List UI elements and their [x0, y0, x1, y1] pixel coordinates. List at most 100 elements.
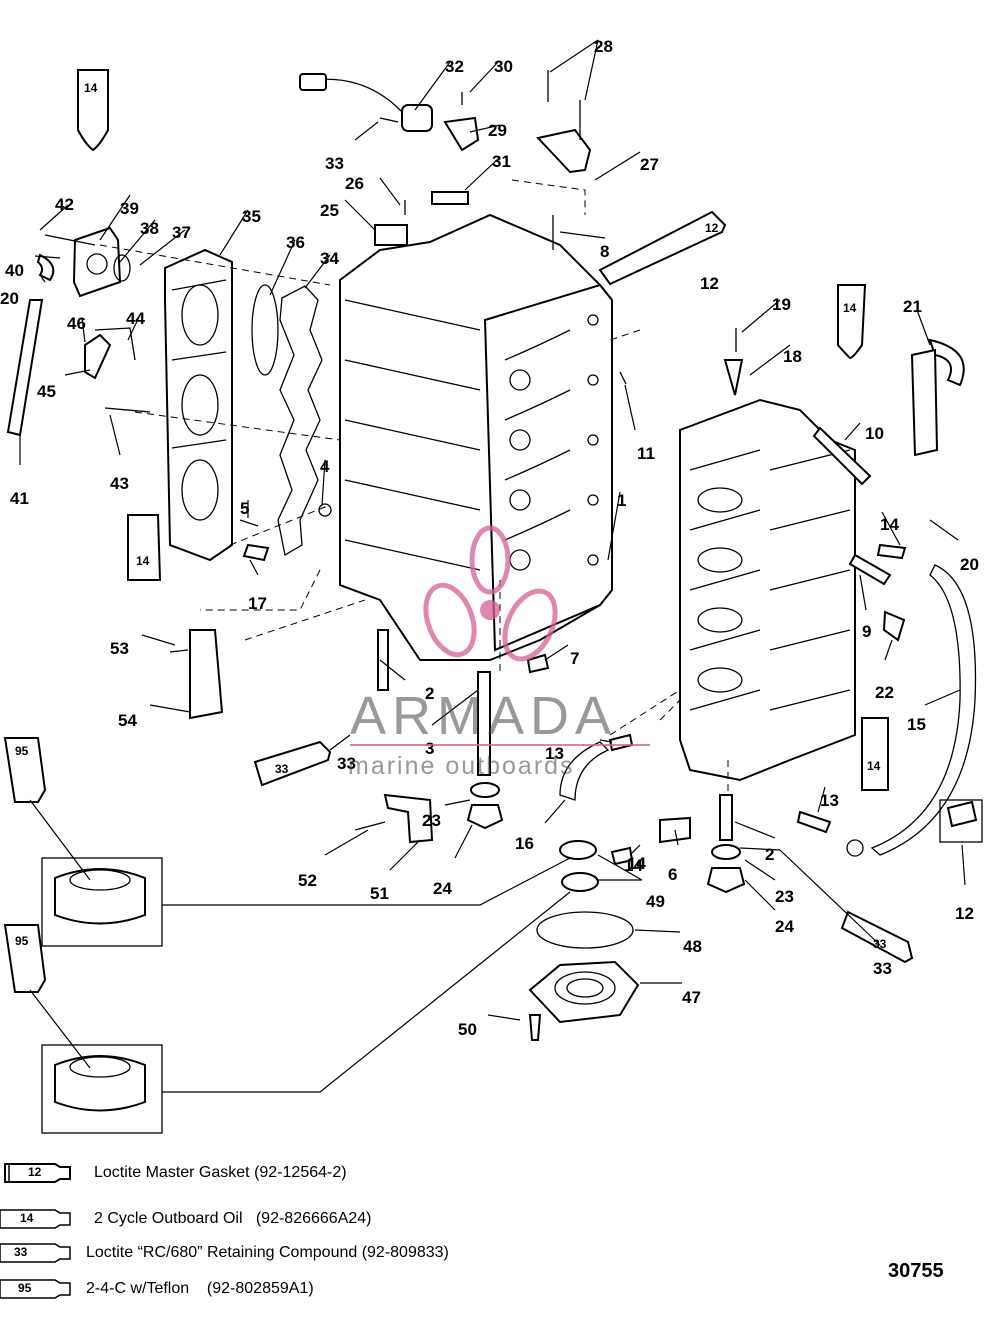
crankcase-block-main	[339, 213, 613, 661]
svg-text:14: 14	[843, 301, 857, 315]
part-callout-47: 47	[682, 988, 701, 1007]
svg-text:33: 33	[873, 937, 887, 951]
legend-tube-number: 33	[14, 1245, 28, 1259]
part-callout-50: 50	[458, 1020, 477, 1039]
part-callout-42: 42	[55, 195, 74, 214]
legend-row: 33 Loctite “RC/680” Retaining Compound (…	[0, 1240, 449, 1266]
part-callout-53: 53	[110, 639, 129, 658]
part-callout-54: 54	[118, 711, 137, 730]
svg-text:12: 12	[705, 221, 719, 235]
part-callout-12: 12	[955, 904, 974, 923]
part-callout-30: 30	[494, 57, 513, 76]
legend-text: 2-4-C w/Teflon (92-802859A1)	[86, 1280, 314, 1297]
crankcase-half-right	[679, 398, 856, 782]
part-callout-24: 24	[775, 917, 794, 936]
part-callout-41: 41	[10, 489, 29, 508]
part-callout-38: 38	[140, 219, 159, 238]
part-callout-46: 46	[67, 314, 86, 333]
watermark-underline	[350, 744, 650, 746]
part-callout-12: 12	[700, 274, 719, 293]
sealant-tubes: 14 12 14 14 14 33 33 95 95	[3, 69, 914, 993]
part-callout-44: 44	[126, 309, 145, 328]
legend-row: 14 2 Cycle Outboard Oil (92-826666A24)	[0, 1206, 371, 1232]
legend-row: 95 2-4-C w/Teflon (92-802859A1)	[0, 1276, 314, 1302]
part-callout-33: 33	[873, 959, 892, 978]
svg-text:95: 95	[15, 934, 29, 948]
part-callout-48: 48	[683, 937, 702, 956]
part-callout-17: 17	[248, 594, 267, 613]
part-callout-2: 2	[425, 684, 434, 703]
part-callout-7: 7	[570, 649, 579, 668]
gaskets	[251, 284, 323, 557]
part-callout-11: 11	[637, 444, 655, 463]
part-callout-34: 34	[320, 249, 339, 268]
legend-tube-number: 14	[20, 1211, 34, 1225]
part-callout-25: 25	[320, 201, 339, 220]
part-callout-6: 6	[668, 865, 677, 884]
tube-icon: 95	[0, 1277, 71, 1301]
part-callout-29: 29	[488, 121, 507, 140]
legend-row: 12 Loctite Master Gasket (92-12564-2)	[0, 1160, 347, 1186]
svg-text:14: 14	[84, 81, 98, 95]
part-callout-43: 43	[110, 474, 129, 493]
part-callout-2: 2	[765, 845, 774, 864]
legend-tube-number: 12	[28, 1165, 42, 1179]
part-callout-14: 14	[624, 856, 643, 875]
part-callout-23: 23	[775, 887, 794, 906]
part-callout-33: 33	[337, 754, 356, 773]
part-callout-8: 8	[600, 242, 609, 261]
part-callout-14: 14	[880, 515, 899, 534]
legend-text: Loctite “RC/680” Retaining Compound (92-…	[86, 1244, 449, 1261]
tube-icon: 14	[0, 1207, 71, 1231]
part-callout-9: 9	[862, 622, 871, 641]
part-callout-13: 13	[820, 791, 839, 810]
part-callout-18: 18	[783, 347, 802, 366]
watermark-subtitle: marine outboards	[348, 752, 575, 780]
part-callout-20: 20	[0, 289, 19, 308]
part-callout-27: 27	[640, 155, 659, 174]
part-callout-26: 26	[345, 174, 364, 193]
watermark-brand: ARMADA	[350, 686, 618, 746]
legend-text: 2 Cycle Outboard Oil (92-826666A24)	[94, 1210, 372, 1227]
part-callout-20: 20	[960, 555, 979, 574]
legend-text: Loctite Master Gasket (92-12564-2)	[94, 1164, 347, 1181]
part-callout-19: 19	[772, 295, 791, 314]
part-callout-51: 51	[370, 884, 389, 903]
part-callout-22: 22	[875, 683, 894, 702]
part-callout-31: 31	[492, 152, 511, 171]
dashed-assembly-lines	[99, 179, 729, 795]
part-callout-32: 32	[445, 57, 464, 76]
diagram-reference-code: 30755	[888, 1260, 944, 1282]
part-callout-35: 35	[242, 207, 261, 226]
part-callout-52: 52	[298, 871, 317, 890]
svg-text:14: 14	[136, 554, 150, 568]
part-callout-14: 14	[627, 854, 646, 873]
part-callout-36: 36	[286, 233, 305, 252]
part-callout-39: 39	[120, 199, 139, 218]
leader-lines	[19, 39, 966, 1093]
part-callout-28: 28	[594, 37, 613, 56]
part-callout-15: 15	[907, 715, 926, 734]
tube-icon: 33	[0, 1241, 71, 1265]
part-callout-5: 5	[240, 499, 249, 518]
svg-text:14: 14	[867, 759, 881, 773]
watermark-logo	[423, 525, 558, 662]
part-callout-10: 10	[865, 424, 884, 443]
svg-text:95: 95	[15, 744, 29, 758]
seal-detail-boxes	[41, 799, 983, 1134]
part-callout-4: 4	[320, 457, 330, 476]
part-callout-49: 49	[646, 892, 665, 911]
part-callout-3: 3	[425, 739, 434, 758]
part-callout-37: 37	[172, 223, 191, 242]
legend-tube-number: 95	[18, 1281, 32, 1295]
part-callout-33: 33	[325, 154, 344, 173]
part-callout-40: 40	[5, 261, 24, 280]
svg-text:33: 33	[275, 762, 289, 776]
part-callout-23: 23	[422, 811, 441, 830]
tube-icon: 12	[0, 1161, 71, 1185]
part-callout-45: 45	[37, 382, 56, 401]
part-callout-24: 24	[433, 879, 452, 898]
part-callout-16: 16	[515, 834, 534, 853]
